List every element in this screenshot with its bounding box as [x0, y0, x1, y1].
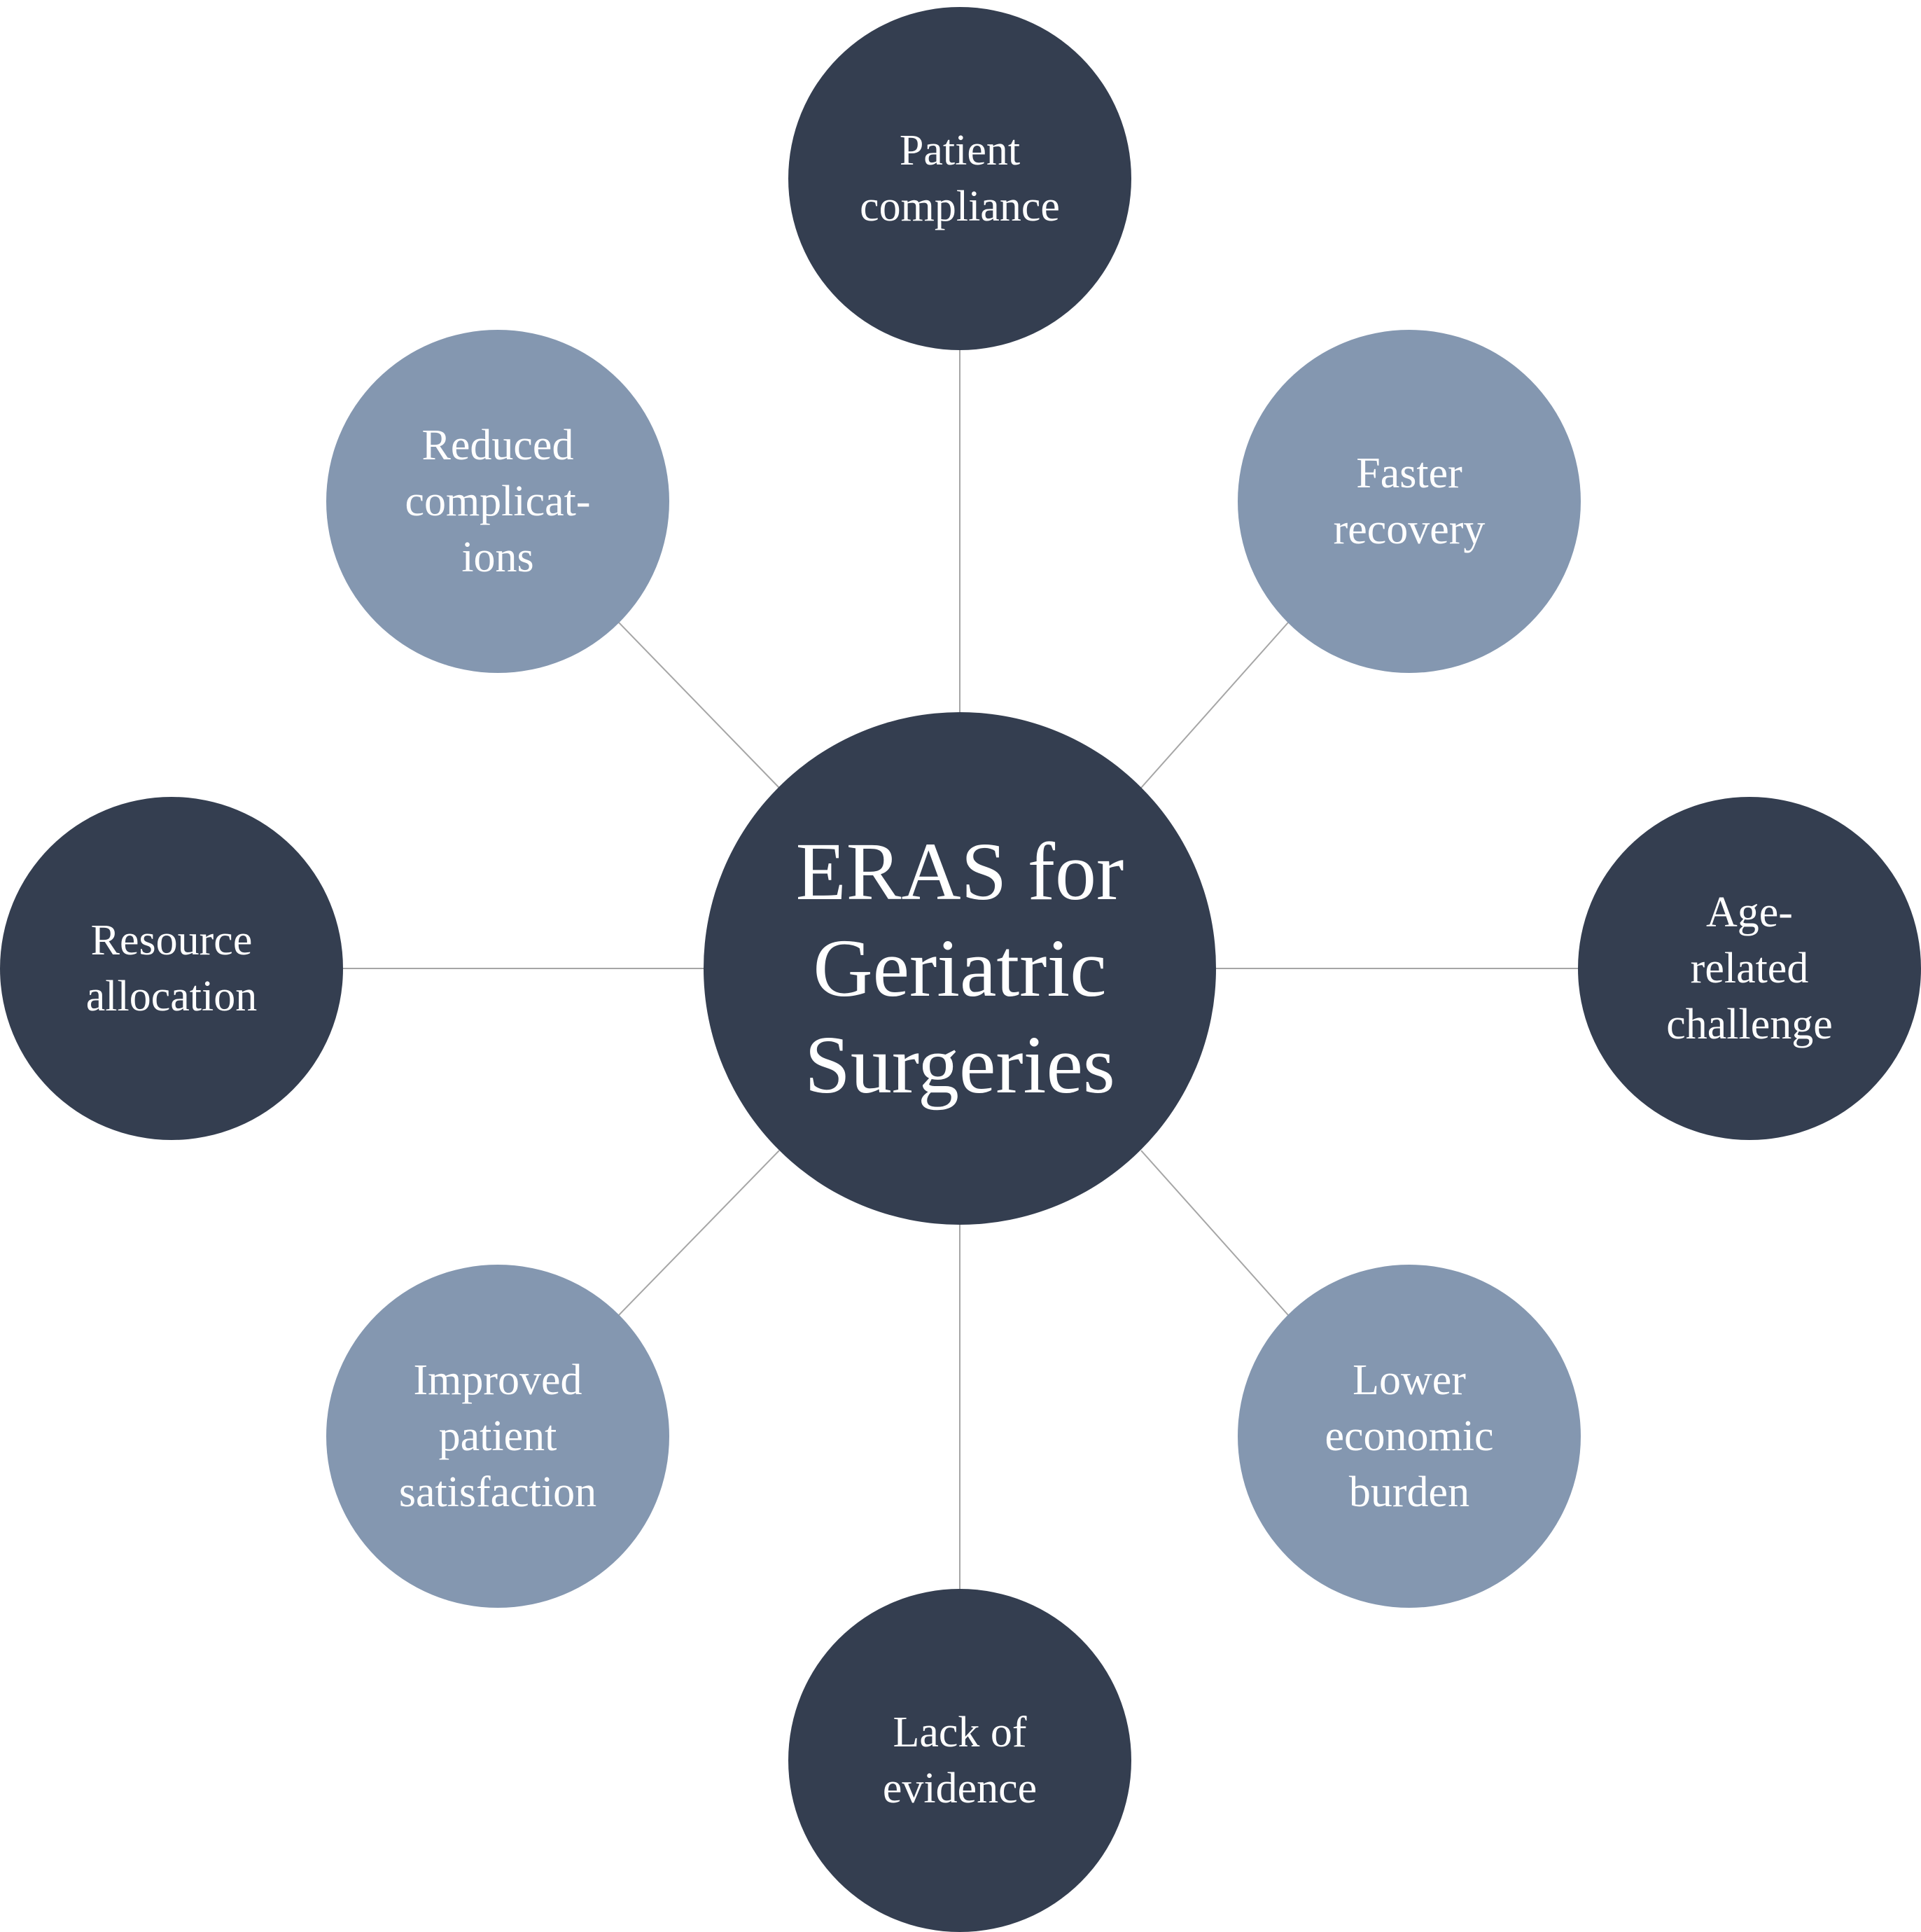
node-label: Improved patient satisfaction	[398, 1356, 597, 1516]
node-improved-patient-satisfaction: Improved patient satisfaction	[326, 1265, 669, 1608]
node-faster-recovery: Faster recovery	[1238, 330, 1581, 673]
node-label: Resource allocation	[85, 917, 258, 1020]
node-label: Faster recovery	[1333, 450, 1486, 553]
node-label: Age- related challenge	[1666, 889, 1833, 1048]
hub-label: ERAS for Geriatric Surgeries	[795, 826, 1124, 1111]
node-lack-of-evidence: Lack of evidence	[788, 1589, 1131, 1932]
connector-upper-left	[618, 622, 780, 788]
node-reduced-complications: Reduced complicat- ions	[326, 330, 669, 673]
hub-node: ERAS for Geriatric Surgeries	[704, 712, 1216, 1225]
node-age-related-challenge: Age- related challenge	[1578, 797, 1921, 1140]
node-lower-economic-burden: Lower economic burden	[1238, 1265, 1581, 1608]
connector-lower-left	[618, 1150, 780, 1316]
node-patient-compliance: Patient compliance	[788, 7, 1131, 350]
connector-upper-right	[1140, 622, 1289, 788]
node-label: Lack of evidence	[882, 1709, 1038, 1812]
connector-lower-right	[1140, 1150, 1289, 1316]
node-resource-allocation: Resource allocation	[0, 797, 343, 1140]
node-label: Patient compliance	[860, 127, 1060, 230]
node-label: Reduced complicat- ions	[405, 422, 591, 581]
node-label: Lower economic burden	[1325, 1356, 1494, 1516]
